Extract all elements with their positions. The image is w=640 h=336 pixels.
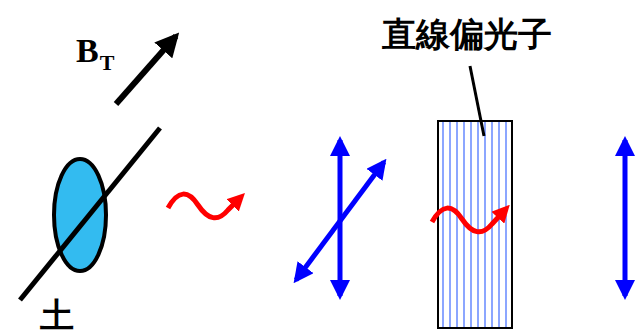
leader-line — [470, 66, 484, 136]
polarization-arrow — [623, 140, 628, 296]
photon-wave — [168, 194, 240, 218]
polarizer-lines — [443, 122, 506, 327]
polarizer-plate — [438, 121, 512, 328]
polarization-arrow — [296, 162, 384, 280]
photon-wave — [432, 208, 505, 232]
partial-label: 土 — [40, 297, 74, 334]
polarizer-label: 直線偏光子 — [382, 16, 552, 53]
field-arrow — [116, 36, 176, 104]
polarizer-line — [505, 122, 507, 327]
polarizer-line — [477, 122, 479, 327]
field-subscript: T — [100, 52, 115, 74]
polarizer-line — [442, 122, 444, 327]
polarizer-line — [498, 122, 500, 327]
axis-line — [20, 128, 160, 300]
polarizer-line — [484, 122, 486, 327]
field-symbol: B — [76, 34, 99, 68]
nucleus-ellipse — [54, 159, 106, 271]
polarizer-line — [470, 122, 472, 327]
polarizer-line — [456, 122, 458, 327]
polarizer-line — [449, 122, 451, 327]
